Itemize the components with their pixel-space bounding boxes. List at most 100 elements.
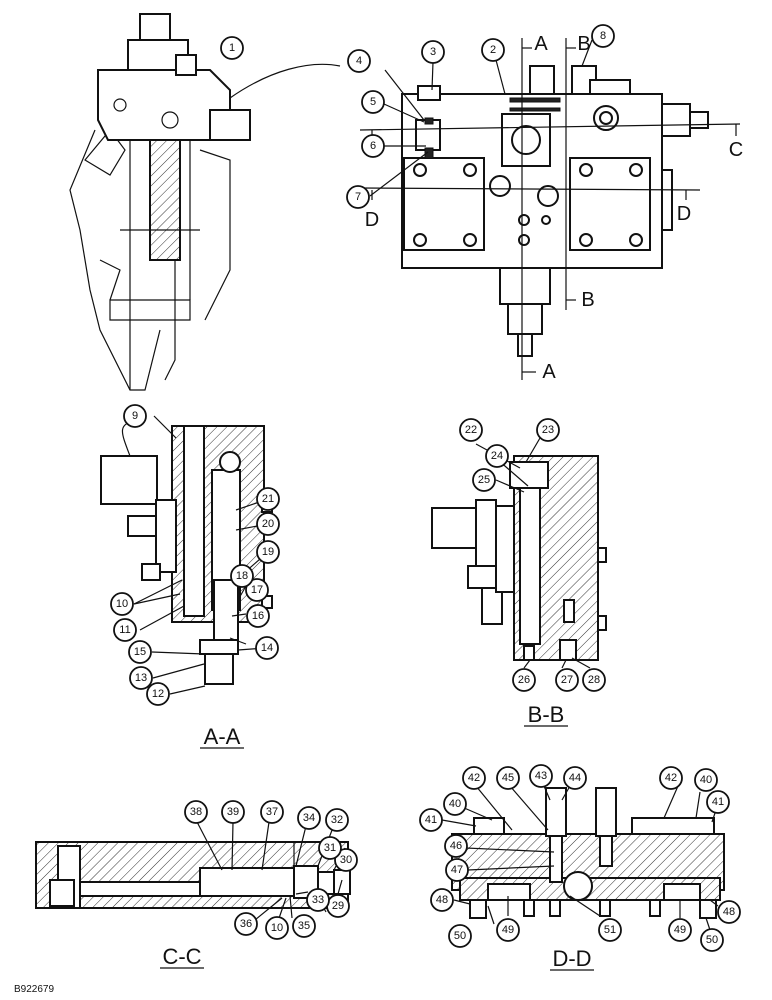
callout-41-left: 41	[419, 808, 443, 832]
callout-8: 8	[591, 24, 615, 48]
svg-text:35: 35	[298, 920, 310, 932]
svg-text:29: 29	[332, 900, 344, 912]
callout-42-left: 42	[462, 766, 486, 790]
callout-48-left: 48	[430, 888, 454, 912]
callout-21: 21	[256, 487, 280, 511]
svg-text:20: 20	[262, 518, 274, 530]
svg-text:11: 11	[119, 624, 130, 636]
callout-9: 9	[123, 404, 147, 428]
svg-text:25: 25	[478, 474, 490, 486]
svg-text:32: 32	[331, 814, 343, 826]
callout-50-left: 50	[448, 924, 472, 948]
callout-30: 30	[334, 848, 358, 872]
cut-letter-b-top: B	[577, 33, 590, 55]
callout-3: 3	[421, 40, 445, 64]
svg-text:1: 1	[229, 42, 235, 54]
cut-letter-a-top: A	[534, 33, 548, 55]
callout-14: 14	[255, 636, 279, 660]
svg-text:16: 16	[252, 610, 264, 622]
callout-28: 28	[582, 668, 606, 692]
callout-27: 27	[555, 668, 579, 692]
svg-text:10: 10	[116, 598, 128, 610]
callout-43: 43	[529, 764, 553, 788]
svg-text:5: 5	[370, 96, 376, 108]
section-dd-title: D-D	[552, 946, 591, 971]
callout-45: 45	[496, 766, 520, 790]
svg-text:17: 17	[251, 584, 263, 596]
svg-text:23: 23	[542, 424, 554, 436]
svg-text:39: 39	[227, 806, 239, 818]
svg-text:48: 48	[723, 906, 735, 918]
callout-13: 13	[129, 666, 153, 690]
callouts-overview: 1 2 3 4 5 6 7 8	[220, 24, 615, 209]
callout-25: 25	[472, 468, 496, 492]
callout-1: 1	[220, 36, 244, 60]
svg-text:42: 42	[468, 772, 480, 784]
svg-text:18: 18	[236, 570, 248, 582]
callout-35: 35	[292, 914, 316, 938]
callout-38: 38	[184, 800, 208, 824]
callout-10: 10	[110, 592, 134, 616]
callout-48-right: 48	[717, 900, 741, 924]
callout-34: 34	[297, 806, 321, 830]
callout-5: 5	[361, 90, 385, 114]
cut-letter-d-left: D	[365, 209, 379, 231]
cut-letter-c-right: C	[729, 139, 743, 161]
callout-33: 33	[306, 888, 330, 912]
callout-26: 26	[512, 668, 536, 692]
valve-block-overview: A B A B C C D D	[359, 33, 743, 383]
svg-text:22: 22	[465, 424, 477, 436]
svg-text:43: 43	[535, 770, 547, 782]
svg-text:38: 38	[190, 806, 202, 818]
callout-18: 18	[230, 564, 254, 588]
svg-text:27: 27	[561, 674, 573, 686]
machine-mounted-view	[69, 13, 341, 391]
svg-text:13: 13	[135, 672, 147, 684]
callout-47: 47	[445, 858, 469, 882]
callout-46: 46	[444, 834, 468, 858]
callout-22: 22	[459, 418, 483, 442]
section-cc: C-C	[35, 817, 351, 969]
svg-text:2: 2	[490, 44, 496, 56]
svg-text:48: 48	[436, 894, 448, 906]
svg-text:8: 8	[600, 30, 606, 42]
callout-10-cc: 10	[265, 916, 289, 940]
svg-text:51: 51	[604, 924, 616, 936]
svg-text:41: 41	[425, 814, 437, 826]
svg-text:42: 42	[665, 772, 677, 784]
svg-text:24: 24	[491, 450, 503, 462]
callout-44: 44	[563, 766, 587, 790]
section-bb: B-B	[431, 437, 607, 727]
callouts-section-dd: 40 40 41 41 42 42 43 44 45 46 47 48 48 4…	[419, 764, 741, 952]
section-dd: D-D	[441, 785, 725, 971]
callouts-section-aa: 9 10 11 12 13 14 15 16 17 18 19 20 21	[110, 404, 280, 706]
callout-50-right: 50	[700, 928, 724, 952]
callout-37: 37	[260, 800, 284, 824]
callout-36: 36	[234, 912, 258, 936]
svg-text:31: 31	[324, 842, 336, 854]
svg-text:50: 50	[706, 934, 718, 946]
svg-text:9: 9	[132, 410, 138, 422]
svg-text:26: 26	[518, 674, 530, 686]
callout-49-right: 49	[668, 918, 692, 942]
callout-39: 39	[221, 800, 245, 824]
svg-text:50: 50	[454, 930, 466, 942]
svg-text:14: 14	[261, 642, 273, 654]
callout-32: 32	[325, 808, 349, 832]
callout-2: 2	[481, 38, 505, 62]
callout-40-left: 40	[443, 792, 467, 816]
cut-letter-a-bottom: A	[542, 361, 556, 383]
svg-text:49: 49	[674, 924, 686, 936]
callout-7: 7	[346, 185, 370, 209]
callout-16: 16	[246, 604, 270, 628]
callout-41-right: 41	[706, 790, 730, 814]
svg-text:30: 30	[340, 854, 352, 866]
svg-text:40: 40	[700, 774, 712, 786]
svg-text:34: 34	[303, 812, 315, 824]
svg-text:49: 49	[502, 924, 514, 936]
callout-49-left: 49	[496, 918, 520, 942]
callout-23: 23	[536, 418, 560, 442]
section-bb-title: B-B	[528, 702, 565, 727]
callouts-section-bb: 22 23 24 25 26 27 28	[459, 418, 606, 692]
section-aa: A-A	[100, 415, 273, 749]
